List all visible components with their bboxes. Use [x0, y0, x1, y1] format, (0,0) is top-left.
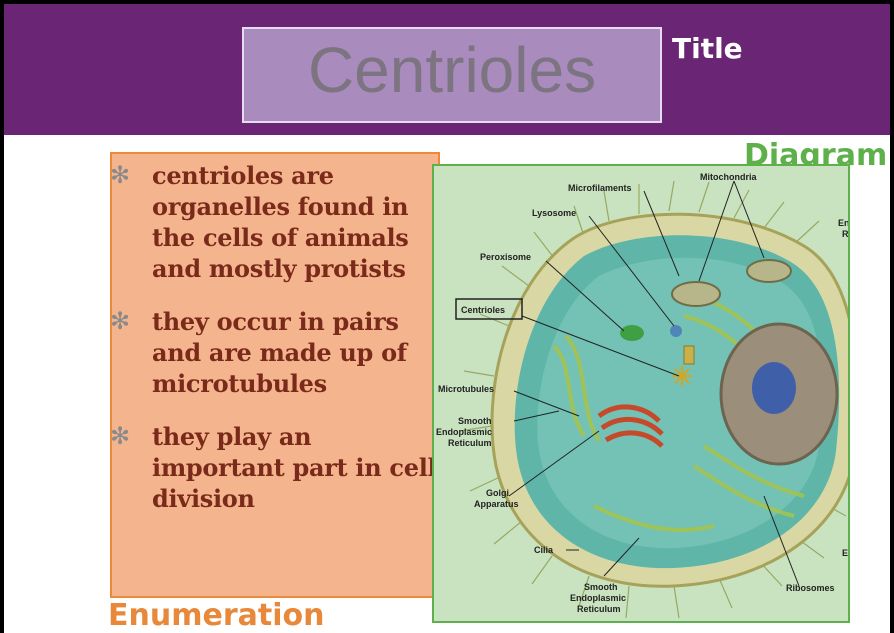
- title-region-label: Title: [672, 32, 743, 65]
- slide: Centrioles Title Diagram ✻ centrioles ar…: [4, 4, 890, 633]
- slide-title: Centrioles: [244, 33, 660, 107]
- enumeration-region-label: Enumeration: [108, 598, 324, 633]
- label-microfilaments: Microfilaments: [568, 183, 632, 193]
- bullet-line: microtubules: [152, 368, 455, 399]
- label-golgi-line1: Golgi: [486, 488, 509, 498]
- label-cilia: Cilia: [534, 545, 554, 555]
- bullet-item: ✻ they occur in pairs and are made up of…: [110, 306, 455, 399]
- bullet-item: ✻ they play an important part in cell di…: [110, 421, 455, 514]
- label-smooth-er-line3: Reticulum: [448, 438, 492, 448]
- label-mitochondria: Mitochondria: [700, 172, 757, 182]
- label-peroxisome: Peroxisome: [480, 252, 531, 262]
- title-bar: Centrioles Title: [4, 4, 890, 135]
- label-smooth-er-line1: Smooth: [458, 416, 492, 426]
- cell-diagram: Microfilaments Mitochondria Lysosome Per…: [434, 166, 850, 623]
- label-smooth-er-bottom-line1: Smooth: [584, 582, 618, 592]
- mitochondrion: [747, 260, 791, 282]
- bullet-line: they play an: [152, 421, 455, 452]
- bullet-line: centrioles are: [152, 160, 455, 191]
- bullet-line: they occur in pairs: [152, 306, 455, 337]
- label-smooth-er-bottom-line3: Reticulum: [577, 604, 621, 614]
- label-lysosome: Lysosome: [532, 208, 576, 218]
- star-bullet-icon: ✻: [110, 306, 130, 337]
- title-box[interactable]: Centrioles: [242, 27, 662, 123]
- label-golgi-line2: Apparatus: [474, 499, 519, 509]
- nucleolus: [752, 362, 796, 414]
- star-bullet-icon: ✻: [110, 421, 130, 452]
- lysosome: [670, 325, 682, 337]
- peroxisome: [620, 325, 644, 341]
- diagram-box[interactable]: Microfilaments Mitochondria Lysosome Per…: [432, 164, 850, 623]
- label-smooth-er-line2: Endoplasmic: [436, 427, 492, 437]
- bullet-line: organelles found in: [152, 191, 455, 222]
- bullet-line: the cells of animals: [152, 222, 455, 253]
- bullet-list: ✻ centrioles are organelles found in the…: [110, 160, 455, 536]
- label-cut-r: R: [842, 229, 849, 239]
- bullet-line: and mostly protists: [152, 253, 455, 284]
- bullet-item: ✻ centrioles are organelles found in the…: [110, 160, 455, 284]
- mitochondrion: [672, 282, 720, 306]
- label-cut-en: En: [838, 218, 850, 228]
- bullet-line: division: [152, 483, 455, 514]
- label-centrioles: Centrioles: [461, 305, 505, 315]
- bullet-line: important part in cell: [152, 452, 455, 483]
- bullet-line: and are made up of: [152, 337, 455, 368]
- label-ribosomes: Ribosomes: [786, 583, 835, 593]
- label-cut-e: E: [842, 548, 848, 558]
- label-microtubules: Microtubules: [438, 384, 494, 394]
- label-smooth-er-bottom-line2: Endoplasmic: [570, 593, 626, 603]
- star-bullet-icon: ✻: [110, 160, 130, 191]
